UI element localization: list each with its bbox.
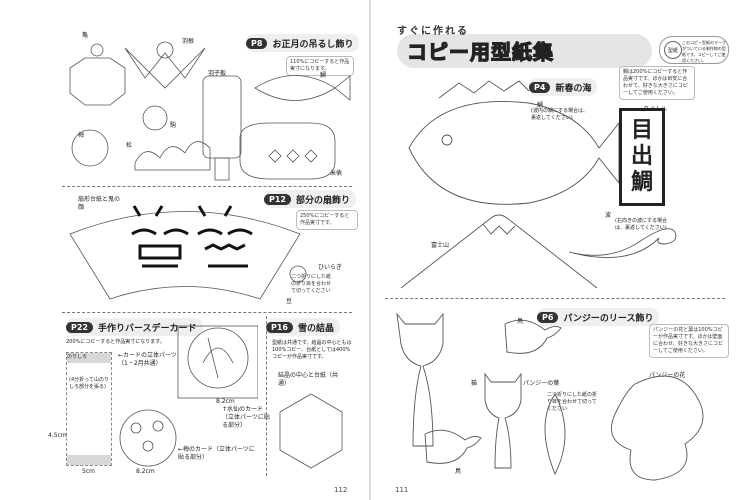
dim-card2: 8.2cm bbox=[216, 398, 235, 405]
section-title: 雪の結晶 bbox=[298, 323, 335, 334]
label-koma: 駒 bbox=[170, 122, 177, 129]
strip-note: (4分折って山のりしろ部分を張る) bbox=[69, 377, 109, 390]
vtitle-char: 目 bbox=[630, 118, 653, 143]
label-hagoita: 羽子板 bbox=[208, 70, 227, 77]
section-note: 鯛は200%にコピーすると作品実寸です。ほかは目安に合わせて、好きな大きさにコピ… bbox=[619, 66, 695, 100]
page-ref: P8 bbox=[246, 37, 268, 49]
section-header-p8: P8 お正月の吊るし飾り bbox=[246, 34, 360, 52]
card-strip: のりしろ (4分折って山のりしろ部分を張る) bbox=[66, 352, 112, 466]
right-page: すぐに作れる コピー用型紙集 型紙 このコピー型紙のマークがついている制作物の型… bbox=[371, 0, 741, 500]
fold-note: 二つ折りにした紙の折り目を合わせて切ってください bbox=[547, 392, 598, 412]
page-ref: P16 bbox=[266, 321, 293, 333]
left-page: P8 お正月の吊るし飾り 110%にコピーすると作品実寸になります。 亀 羽根 … bbox=[0, 0, 370, 500]
page-ref: P12 bbox=[264, 193, 291, 205]
label-hiiragi: ひいらぎ bbox=[318, 264, 343, 271]
label-fuji: 富士山 bbox=[431, 242, 450, 249]
section-title: 手作りバースデーカード bbox=[98, 323, 197, 334]
label-tai: 鯛 bbox=[320, 72, 327, 79]
banner-title: コピー用型紙集 bbox=[406, 39, 554, 64]
hexagon-shape bbox=[279, 393, 343, 469]
p8-pattern-shapes bbox=[69, 41, 351, 181]
section-note: 型紙は共通です。結晶の中心ともは100%コピー、台紙としては400%コピーが作品… bbox=[272, 340, 352, 360]
label-mame: 豆 bbox=[286, 298, 293, 305]
label-ha: パンジーの葉 bbox=[523, 380, 560, 387]
page-ref: P6 bbox=[537, 311, 559, 323]
wave-shape bbox=[568, 228, 677, 259]
label-kame: 亀 bbox=[82, 32, 89, 39]
dim-height: 4.5cm bbox=[48, 432, 67, 439]
label-nami: 波 bbox=[605, 212, 612, 219]
label-card-parts: ←カードの立体パーツ（1・2月共通） bbox=[118, 352, 177, 367]
dim-width: 5cm bbox=[82, 468, 95, 475]
label-suisen-card: ↑水仙のカード（立体パーツに貼る部分） bbox=[222, 406, 270, 429]
page-number: 112 bbox=[334, 486, 348, 494]
banner-note: このコピー型紙のマークがついている制作物の型紙です。コピーしてご使用ください。 bbox=[682, 40, 726, 63]
vertical-title: 目 出 鯛 bbox=[619, 108, 665, 206]
mt-fuji-shape bbox=[400, 214, 598, 289]
section-header-p12: P12 部分の扇飾り bbox=[264, 190, 357, 208]
page-ref: P4 bbox=[529, 81, 551, 93]
banner-note-box: 型紙 このコピー型紙のマークがついている制作物の型紙です。コピーしてご使用くださ… bbox=[659, 36, 729, 64]
label-tori1: 鳥 bbox=[517, 318, 524, 325]
divider bbox=[62, 186, 352, 187]
label-kome: 米俵 bbox=[330, 170, 343, 177]
section-header-p6: P6 パンジーのリース飾り bbox=[537, 308, 660, 326]
divider bbox=[62, 312, 352, 313]
label-neko: 猫 bbox=[471, 380, 478, 387]
book-spine bbox=[369, 0, 371, 500]
label-fan: 扇形台紙と鬼の顔 bbox=[78, 196, 121, 211]
title-banner bbox=[397, 34, 652, 68]
section-note: パンジーの花と葉は100%コピーが作品実寸です。ほかは壁面に合わせ、好きな大きさ… bbox=[649, 324, 729, 358]
tai-fish-shape bbox=[408, 80, 619, 205]
badge-icon: 型紙 bbox=[664, 41, 682, 59]
label-matsu: 松 bbox=[126, 142, 133, 149]
divider bbox=[385, 298, 725, 299]
section-note: 110%にコピーすると作品実寸になります。 bbox=[286, 56, 354, 76]
label-hane: 羽根 bbox=[182, 38, 195, 45]
pansy-wreath-shapes bbox=[396, 312, 704, 481]
label-ume: 梅 bbox=[78, 132, 85, 139]
card-flower-shapes bbox=[119, 325, 258, 467]
vtitle-char: 鯛 bbox=[630, 170, 653, 195]
section-title: 部分の扇飾り bbox=[296, 195, 351, 206]
page-ref: P22 bbox=[66, 321, 93, 333]
section-title: パンジーのリース飾り bbox=[563, 313, 654, 324]
strip-bottom bbox=[67, 455, 111, 465]
section-note: 200%にコピーすると作品実寸になります。 bbox=[66, 339, 165, 345]
section-header-p22: P22 手作りバースデーカード bbox=[66, 318, 203, 336]
fan-with-oni-faces bbox=[69, 205, 307, 300]
divider-vertical bbox=[266, 316, 268, 476]
nami-note: (右向きの波にする場合は、裏返してください) bbox=[615, 218, 668, 231]
label-tori2: 鳥 bbox=[455, 468, 462, 475]
tai-note: (波内の鯛にする場合は、裏返してください) bbox=[531, 108, 589, 121]
label-yuki: 結晶の中心と台紙（共通） bbox=[278, 372, 339, 387]
section-header-p16: P16 雪の結晶 bbox=[266, 318, 341, 336]
label-ume-card: ←梅のカード（立体パーツに貼る部分） bbox=[178, 446, 255, 461]
vtitle-char: 出 bbox=[630, 144, 653, 169]
page-number: 111 bbox=[395, 486, 409, 494]
strip-top-label: のりしろ bbox=[67, 353, 111, 363]
fold-note: 二つ折りにした紙の折り目を合わせて切ってください bbox=[288, 272, 336, 297]
section-note: 250%にコピーすると作品実寸です。 bbox=[296, 210, 358, 230]
dim-card: 8.2cm bbox=[136, 468, 155, 475]
banner-subtitle: すぐに作れる bbox=[397, 26, 469, 37]
section-title: 新春の海 bbox=[555, 83, 592, 94]
label-hana: パンジーの花 bbox=[649, 372, 686, 379]
section-header-p4: P4 新春の海 bbox=[529, 78, 598, 96]
section-title: お正月の吊るし飾り bbox=[272, 39, 354, 50]
